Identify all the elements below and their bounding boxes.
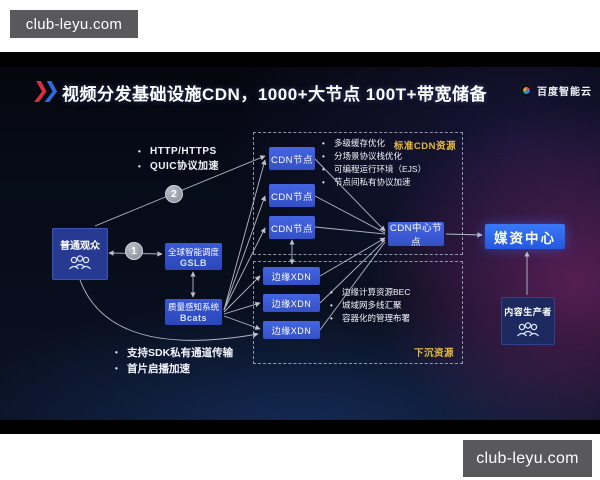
bullet-item: 边缘计算资源BEC (330, 286, 410, 299)
watermark-top: club-leyu.com (10, 10, 138, 38)
people-icon (69, 255, 91, 270)
double-chevron-icon: ❯❯ (30, 79, 62, 102)
sink-resource-group-label: 下沉资源 (413, 348, 454, 359)
bullet-item: 城域网多线汇聚 (330, 299, 410, 312)
brand-logo: 百度智能云 (520, 83, 592, 98)
edge-xdn-label: 边缘XDN (271, 325, 312, 336)
bullet-item: 分场景协议栈优化 (322, 150, 426, 163)
watermark-bottom: club-leyu.com (463, 440, 592, 477)
standard-cdn-bullets: 多级缓存优化 分场景协议栈优化 可编程运行环境（EJS） 节点间私有协议加速 (322, 137, 426, 189)
edge-xdn-node-3: 边缘XDN (263, 321, 320, 339)
bullet-item: 节点间私有协议加速 (322, 176, 426, 189)
cdn-center-node: CDN中心节点 (388, 222, 444, 248)
bullet-item: 多级缓存优化 (322, 137, 426, 150)
edge-xdn-label: 边缘XDN (271, 298, 312, 309)
page-title: 视频分发基础设施CDN，1000+大节点 100T+带宽储备 (62, 85, 487, 104)
bullet-item: 可编程运行环境（EJS） (322, 163, 426, 176)
slide-canvas: ❯❯ 视频分发基础设施CDN，1000+大节点 100T+带宽储备 百度智能云 (0, 52, 600, 434)
content-producer-node: 内容生产者 (501, 297, 555, 345)
cdn-node-label: CDN节点 (270, 154, 314, 166)
cdn-node-label: CDN节点 (270, 191, 314, 203)
viewer-node: 普通观众 (52, 228, 108, 280)
bullet-item: 容器化的管理布署 (330, 312, 410, 325)
gslb-node: 全球智能调度 GSLB (165, 243, 222, 270)
bcats-label: 质量感知系统 (167, 302, 219, 312)
letterbox-top (0, 52, 600, 67)
baidu-cloud-icon (520, 84, 533, 97)
cdn-node-2: CDN节点 (269, 184, 315, 207)
step-1-badge: 1 (125, 242, 143, 260)
media-center-label: 媒资中心 (494, 230, 556, 246)
gslb-sublabel: GSLB (179, 257, 207, 268)
edge-xdn-label: 边缘XDN (271, 271, 312, 282)
cdn-node-label: CDN节点 (270, 223, 314, 235)
note-item: 支持SDK私有通道传输 (115, 345, 233, 361)
title-bar: ❯❯ 视频分发基础设施CDN，1000+大节点 100T+带宽储备 百度智能云 (0, 76, 600, 106)
sink-resource-group: 下沉资源 (253, 261, 463, 364)
note-item: HTTP/HTTPS (138, 144, 219, 159)
content-producer-label: 内容生产者 (504, 306, 552, 317)
edge-xdn-node-2: 边缘XDN (263, 294, 320, 312)
people-icon (517, 321, 539, 336)
sink-resource-bullets: 边缘计算资源BEC 城域网多线汇聚 容器化的管理布署 (330, 286, 410, 325)
bcats-node: 质量感知系统 Bcats (165, 299, 222, 325)
letterbox-bottom (0, 420, 600, 434)
cdn-node-3: CDN节点 (269, 216, 315, 239)
sdk-notes: 支持SDK私有通道传输 首片启播加速 (115, 345, 233, 377)
bcats-sublabel: Bcats (179, 313, 207, 323)
brand-logo-text: 百度智能云 (537, 87, 592, 98)
protocol-notes: HTTP/HTTPS QUIC协议加速 (138, 144, 219, 174)
cdn-center-node-label: CDN中心节点 (389, 223, 443, 248)
step-2-badge: 2 (165, 185, 183, 203)
viewer-label: 普通观众 (60, 241, 100, 252)
media-center-node: 媒资中心 (485, 224, 565, 249)
edge-xdn-node-1: 边缘XDN (263, 267, 320, 285)
cdn-node-1: CDN节点 (269, 147, 315, 170)
note-item: 首片启播加速 (115, 361, 233, 377)
gslb-label: 全球智能调度 (167, 246, 219, 257)
note-item: QUIC协议加速 (138, 159, 219, 174)
